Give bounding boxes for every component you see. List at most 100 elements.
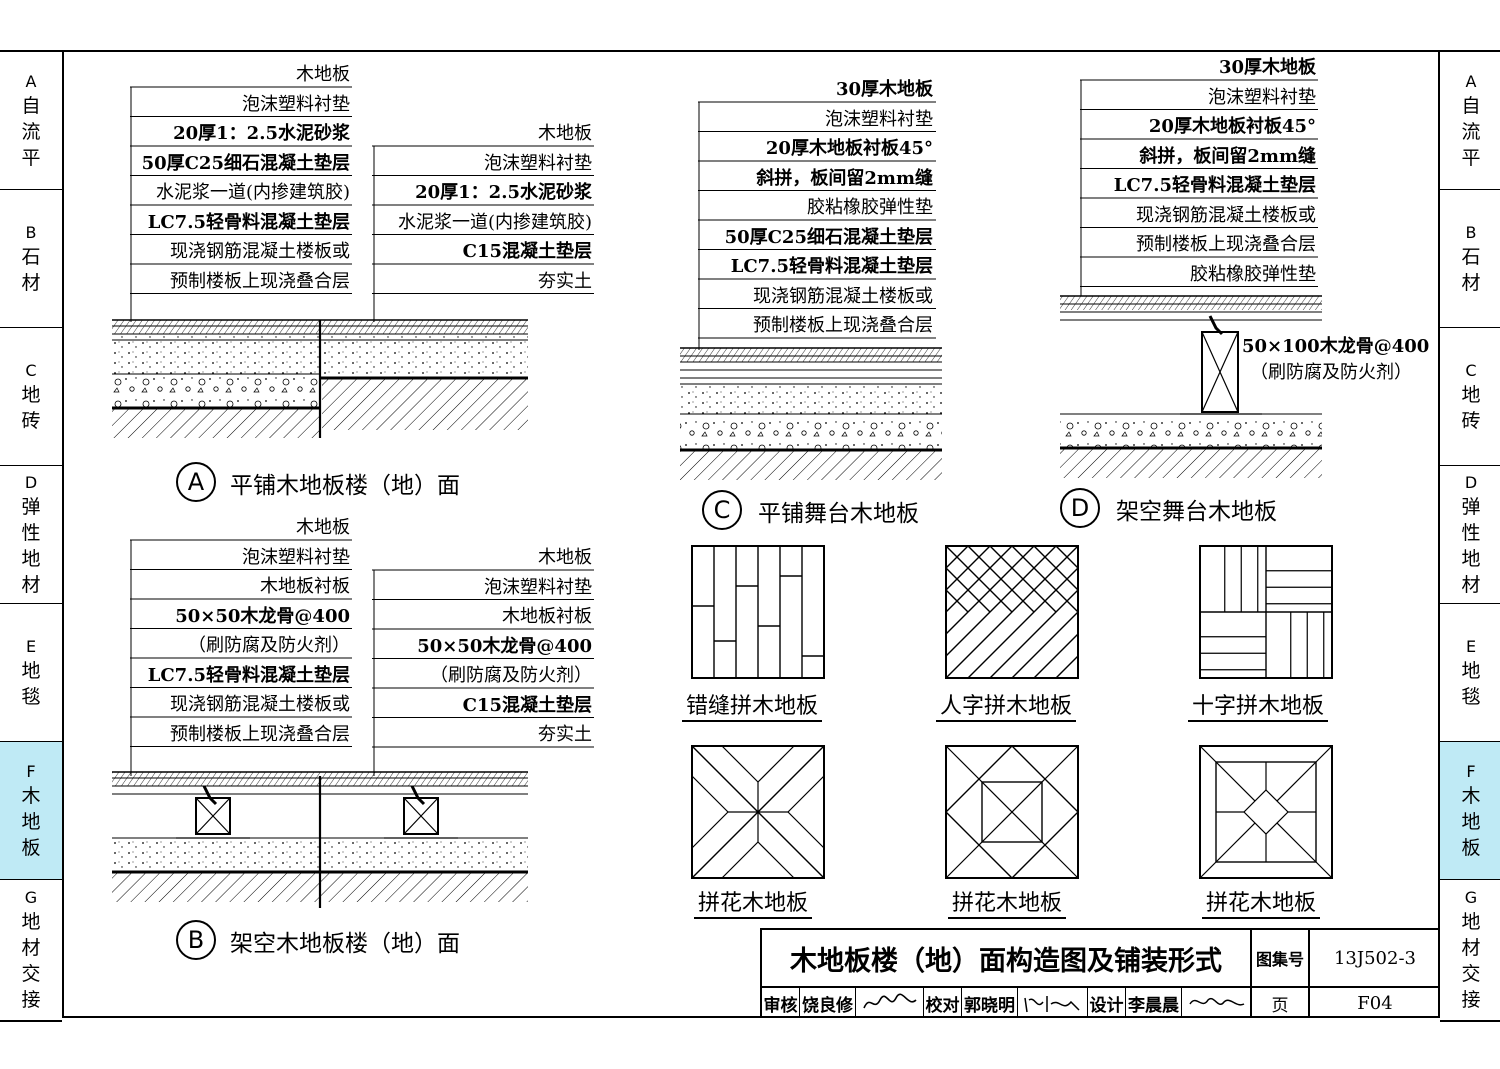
sidebar-tab-char: 木 <box>1461 784 1481 807</box>
pattern-parquet2-square <box>981 781 1043 843</box>
pattern-herringbone-line <box>967 546 1035 613</box>
sidebar-tab-letter: B <box>25 222 37 242</box>
pattern-herringbone-line <box>946 589 969 613</box>
detail-d-joist-cross <box>1201 331 1239 413</box>
detB-layer-label: 泡沫塑料衬垫 <box>242 546 350 568</box>
detail-b-joist <box>195 797 231 835</box>
pattern-parquet1-line <box>757 841 795 879</box>
sidebar-tab-char: 砖 <box>1461 409 1481 432</box>
pattern-herringbone-line <box>858 546 924 612</box>
pattern-herringbone-line <box>836 546 902 612</box>
detC-layer-label: LC7.5轻骨料混凝土垫层 <box>730 256 933 277</box>
sidebar-tab-char: 自 <box>1461 94 1481 117</box>
sidebar-tab-char: 地 <box>21 547 41 570</box>
detail-a-ground-right <box>322 378 528 430</box>
sidebar-tab-letter: G <box>24 888 38 907</box>
pattern-caption-herringbone: 人字拼木地板 <box>936 688 1077 722</box>
detD-layer-label: 20厚木地板衬板45° <box>1148 116 1316 137</box>
pattern-herringbone-line <box>946 546 1013 613</box>
pattern-parquet1-line <box>787 775 825 813</box>
sidebar-tab-char: 材 <box>21 271 41 294</box>
detail-a-caption: 平铺木地板楼（地）面 <box>230 473 460 499</box>
checker-name: 郭晓明 <box>962 988 1018 1018</box>
detB-layer-label: 木地板衬板 <box>260 576 350 597</box>
pattern-herringbone-line <box>1055 546 1078 569</box>
reviewer-name: 饶良修 <box>800 988 856 1018</box>
detail-b-joist-cross <box>403 797 439 835</box>
sidebar-tab-char: 平 <box>1461 146 1481 169</box>
sidebar-tab-letter: E <box>1465 636 1477 656</box>
sidebar-tab-char: 地 <box>21 383 41 406</box>
sidebar-tab-char: 接 <box>1461 989 1481 1011</box>
pattern-herringbone-line <box>946 546 947 547</box>
detail-d-slab <box>1060 414 1322 448</box>
sidebar-tab-letter: G <box>1464 888 1478 907</box>
sidebar-tab-char: 性 <box>1461 521 1481 544</box>
detail-d-wood-layer <box>1060 296 1322 310</box>
sidebar-tab-char: 地 <box>1461 659 1481 682</box>
sidebar-tab-char: 性 <box>21 521 41 544</box>
pattern-herringbone-line <box>1011 546 1078 613</box>
sidebar-tab-char: 地 <box>1461 383 1481 406</box>
pattern-caption-staggered: 错缝拼木地板 <box>682 688 823 722</box>
pattern-herringbone-line <box>1100 546 1166 612</box>
detB-layer-label: 木地板 <box>296 517 350 538</box>
detA-layer-label: 20厚1：2.5水泥砂浆 <box>173 123 350 144</box>
sidebar-tab-char: 石 <box>21 245 41 268</box>
pattern-parquet2-line <box>945 745 1079 879</box>
detail-c-screed <box>680 384 942 414</box>
detA-layer-label: 夯实土 <box>538 270 592 292</box>
detail-d-ground <box>1060 448 1322 478</box>
sidebar-tab-letter: B <box>1465 222 1477 242</box>
detail-b-joist-cross <box>195 797 231 835</box>
detB-layer-label: 50×50木龙骨@400 <box>175 605 350 627</box>
detail-d-marker: D <box>1060 488 1100 528</box>
sidebar-tab-letter: C <box>1465 360 1477 380</box>
sidebar-tab-char: 流 <box>21 120 41 143</box>
sidebar-tab-letter: D <box>24 472 38 492</box>
pattern-herringbone-line <box>946 546 969 569</box>
pattern-herringbone-line <box>946 546 991 591</box>
sidebar-tab-letter: E <box>25 636 37 656</box>
sidebar-tab-char: 接 <box>21 989 41 1011</box>
sidebar-tab-char: 板 <box>21 836 41 859</box>
detD-layer-label: 胶粘橡胶弹性垫 <box>1190 263 1316 285</box>
design-label: 设计 <box>1088 988 1126 1018</box>
detC-layer-label: 胶粘橡胶弹性垫 <box>807 197 933 218</box>
detB-layer-label: 夯实土 <box>538 724 592 745</box>
pattern-parquet1-line <box>787 811 825 849</box>
detail-a-marker: A <box>176 462 216 502</box>
sidebar-tab-letter: F <box>26 761 36 781</box>
check-label: 校对 <box>924 988 962 1018</box>
page-label: 页 <box>1252 988 1310 1018</box>
detail-c-wood-layer <box>680 348 942 362</box>
detail-a-screed-right <box>322 334 528 374</box>
detail-b-joist <box>403 797 439 835</box>
pattern-caption-cross: 十字拼木地板 <box>1188 688 1329 722</box>
detail-d-joist-note-1: 50×100木龙骨@400 <box>1242 336 1430 357</box>
detA-layer-label: 20厚1：2.5水泥砂浆 <box>415 182 592 203</box>
detB-layer-label: LC7.5轻骨料混凝土垫层 <box>147 664 350 686</box>
sidebar-tab-char: 弹 <box>1461 495 1481 518</box>
sidebar-tab-char: 交 <box>21 963 41 985</box>
detD-layer-label: LC7.5轻骨料混凝土垫层 <box>1113 175 1316 196</box>
pattern-parquet3-corner <box>1315 861 1333 879</box>
pattern-herringbone-line <box>1077 546 1078 547</box>
reviewer-signature <box>856 988 924 1018</box>
